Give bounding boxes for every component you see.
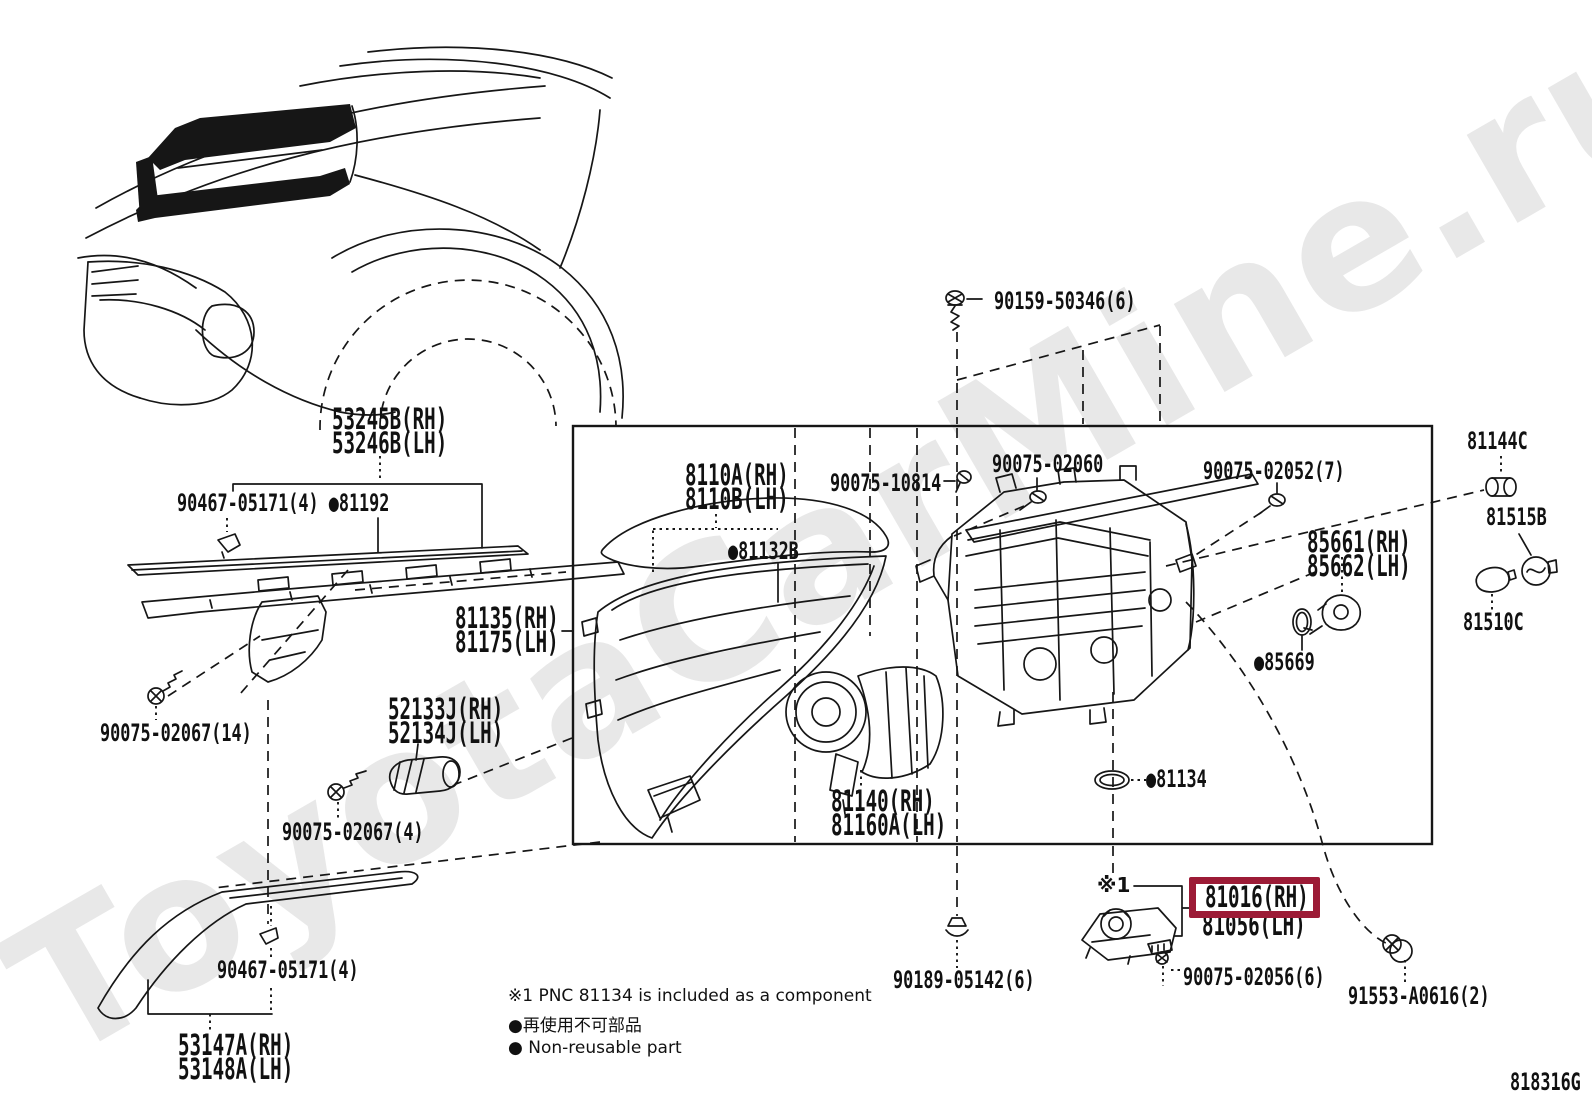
oring-81134-icon — [1094, 770, 1130, 790]
footnote-non-reusable-en: ● Non-reusable part — [508, 1038, 682, 1058]
part-label-81510C: 81510C — [1463, 608, 1524, 636]
ballast-unit-drawing — [1081, 907, 1177, 965]
part-label-81132B: ●81132B — [728, 537, 799, 565]
part-label-90075-02056: 90075-02056(6) — [1183, 963, 1325, 991]
headlamp-lens-drawing — [581, 497, 890, 839]
garnish-53147-drawing — [97, 870, 419, 1020]
part-label-81134: ●81134 — [1146, 765, 1207, 793]
projector-unit-drawing — [785, 666, 944, 815]
part-label-91553-A0616: 91553-A0616(2) — [1348, 982, 1490, 1010]
part-label-81135: 81135(RH) 81175(LH) — [455, 601, 559, 659]
part-label-90075-02052: 90075-02052(7) — [1203, 457, 1345, 485]
clip-icon — [945, 917, 969, 937]
part-label-52133J: 52133J(RH) 52134J(LH) — [388, 692, 504, 750]
part-label-81016: 81016(RH) — [1205, 880, 1309, 914]
part-label-90189-05142: 90189-05142(6) — [893, 966, 1035, 994]
dowel-52133-drawing — [388, 756, 461, 795]
retainer-strip-81192-drawing — [127, 545, 529, 576]
bulb-81510c-icon — [1475, 566, 1517, 593]
bulb-81515b-icon — [1521, 556, 1558, 586]
part-label-90467-05171-bottom: 90467-05171(4) — [217, 956, 359, 984]
part-label-81144C: 81144C — [1467, 427, 1528, 455]
reference-mark-1: ※1 — [1097, 873, 1131, 897]
bracket-53245-drawing — [141, 533, 625, 683]
part-label-90075-02060: 90075-02060 — [992, 450, 1104, 478]
oring-85669-icon — [1292, 608, 1312, 636]
part-label-8110A: 8110A(RH) 8110B(LH) — [685, 458, 789, 516]
part-label-85669: ●85669 — [1254, 648, 1315, 676]
headlight-highlight — [136, 104, 358, 222]
screw-icon — [147, 290, 1413, 965]
headlamp-housing-drawing — [915, 465, 1259, 727]
dashed-guides — [167, 324, 1485, 945]
socket-85661-icon — [1303, 594, 1362, 635]
leader-lines — [147, 298, 1532, 1032]
vehicle-line-art — [77, 46, 624, 431]
part-label-90075-02067-4: 90075-02067(4) — [282, 818, 424, 846]
parts-box-frame — [571, 424, 1434, 846]
diagram-code: 818316G — [1510, 1068, 1581, 1096]
part-label-90075-02067-14: 90075-02067(14) — [100, 719, 252, 747]
part-label-90075-10814: 90075-10814 — [830, 469, 942, 497]
socket-81144c-icon — [1485, 477, 1517, 497]
part-label-85661: 85661(RH) 85662(LH) — [1307, 525, 1411, 583]
part-label-53245B: 53245B(RH) 53246B(LH) — [332, 402, 448, 460]
part-label-90159-50346: 90159-50346(6) — [994, 287, 1136, 315]
highlight-box-81016 — [1189, 877, 1320, 918]
footnote-non-reusable-jp: ●再使用不可部品 — [508, 1016, 642, 1036]
part-label-53147A: 53147A(RH) 53148A(LH) — [178, 1028, 294, 1086]
footnote-pnc-component: ※1 PNC 81134 is included as a component — [508, 986, 872, 1006]
part-label-81140: 81140(RH) 81160A(LH) — [831, 784, 947, 842]
part-label-81515B: 81515B — [1486, 503, 1547, 531]
part-label-81192: 90467-05171(4) ●81192 — [177, 489, 390, 517]
